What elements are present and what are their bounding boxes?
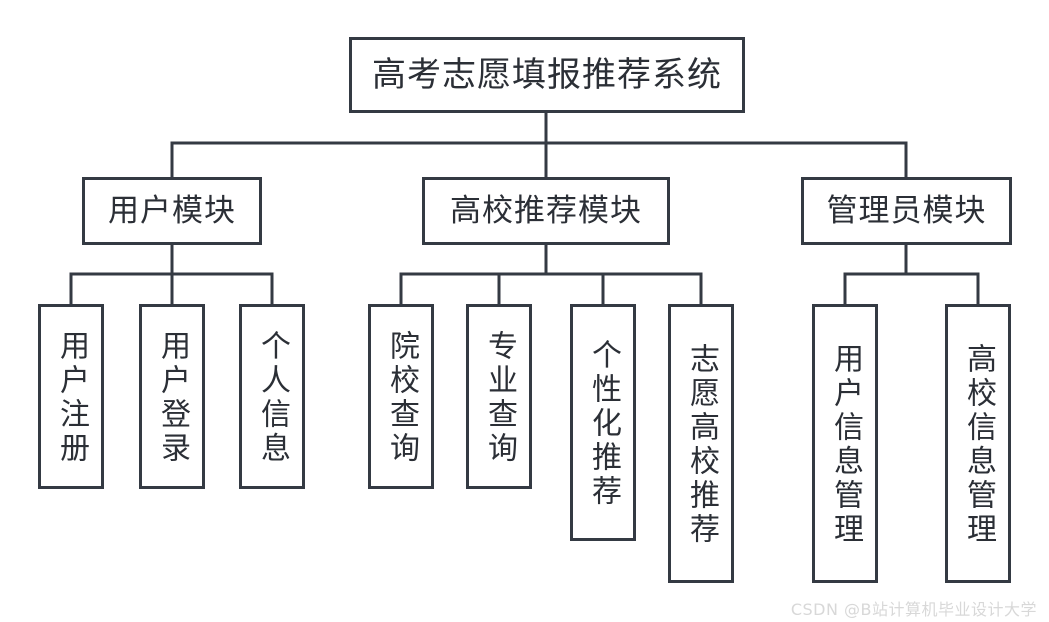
watermark-text: CSDN @B站计算机毕业设计大学 xyxy=(790,600,1037,619)
node-branch-label: 用户模块 xyxy=(108,192,236,229)
node-leaf-label: 个性化推荐 xyxy=(586,338,621,509)
node-branch-university-recommend-module[interactable]: 高校推荐模块 xyxy=(422,177,670,245)
node-leaf-personal-info[interactable]: 个人信息 xyxy=(239,304,305,489)
node-leaf-major-query[interactable]: 专业查询 xyxy=(466,304,532,489)
node-branch-admin-module[interactable]: 管理员模块 xyxy=(801,177,1012,245)
node-leaf-personalized-recommend[interactable]: 个性化推荐 xyxy=(570,304,636,541)
node-leaf-university-info-management[interactable]: 高校信息管理 xyxy=(945,304,1011,583)
node-leaf-label: 志愿高校推荐 xyxy=(684,342,719,547)
node-leaf-label: 个人信息 xyxy=(255,329,290,466)
node-leaf-volunteer-university-recommend[interactable]: 志愿高校推荐 xyxy=(668,304,734,583)
node-leaf-label: 高校信息管理 xyxy=(961,342,996,547)
node-branch-label: 管理员模块 xyxy=(826,192,987,229)
node-leaf-user-register[interactable]: 用户注册 xyxy=(38,304,104,489)
node-root[interactable]: 高考志愿填报推荐系统 xyxy=(349,37,745,113)
node-root-label: 高考志愿填报推荐系统 xyxy=(372,55,722,95)
node-leaf-label: 用户信息管理 xyxy=(828,342,863,547)
node-leaf-user-info-management[interactable]: 用户信息管理 xyxy=(812,304,878,583)
node-branch-user-module[interactable]: 用户模块 xyxy=(82,177,262,245)
node-leaf-school-query[interactable]: 院校查询 xyxy=(368,304,434,489)
node-leaf-label: 用户登录 xyxy=(155,329,190,466)
node-leaf-label: 专业查询 xyxy=(482,329,517,466)
node-branch-label: 高校推荐模块 xyxy=(450,192,642,229)
node-leaf-user-login[interactable]: 用户登录 xyxy=(139,304,205,489)
node-leaf-label: 院校查询 xyxy=(384,329,419,466)
node-leaf-label: 用户注册 xyxy=(54,329,89,466)
